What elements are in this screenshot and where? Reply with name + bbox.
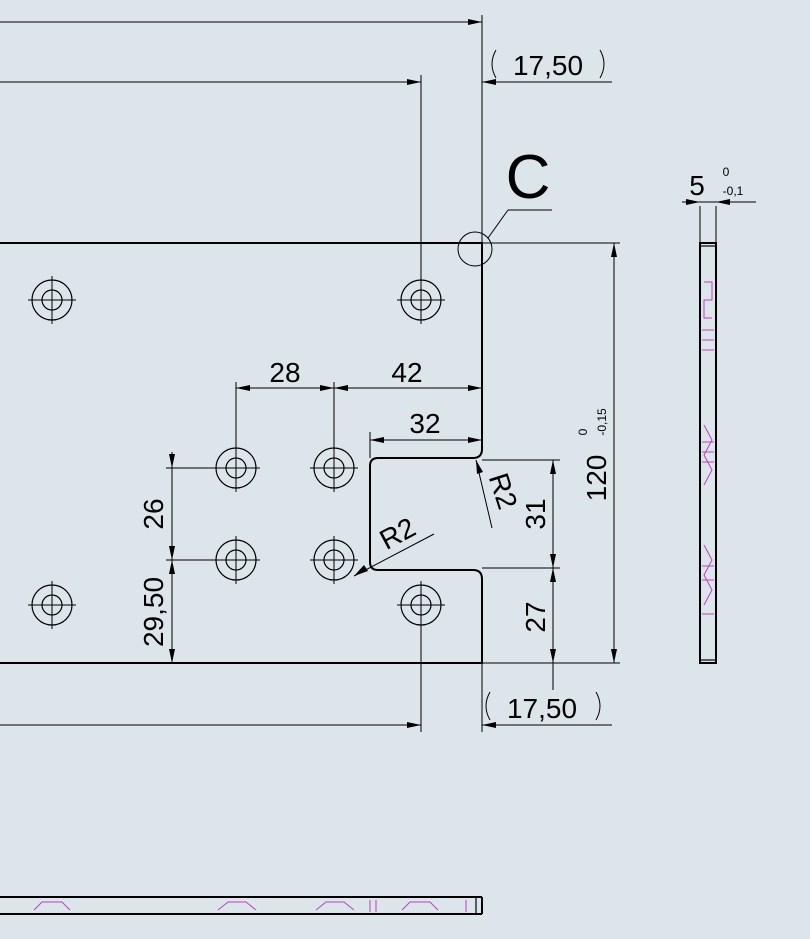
- vertical-dimensions-left: 26 29,50: [138, 452, 216, 663]
- bottom-view-hidden-lines: [33, 900, 467, 912]
- hole: [309, 535, 359, 585]
- hole: [396, 580, 446, 630]
- vertical-dimensions-right: 31 27: [482, 459, 560, 690]
- dim-thickness: 5: [689, 170, 705, 201]
- dim-top-right-offset: 17,50: [513, 50, 583, 81]
- dim-hole-to-edge-x: 42: [391, 357, 422, 388]
- hole: [211, 535, 261, 585]
- dim-thickness-tol-upper: 0: [723, 165, 730, 179]
- dim-overall-height: 120: [581, 455, 612, 502]
- horizontal-dimensions: 28 42 32: [235, 357, 482, 458]
- hole: [309, 443, 359, 493]
- hole: [27, 275, 77, 325]
- top-dimensions: 17,50: [0, 15, 612, 280]
- dim-overall-height-tol-upper: 0: [576, 428, 590, 435]
- side-view: 5 0 -0,1: [682, 165, 756, 664]
- detail-callout: C: [457, 143, 552, 267]
- bottom-dimensions: 17,50: [0, 625, 612, 732]
- dim-hole-spacing-y: 26: [138, 498, 169, 529]
- dim-bottom-right-offset: 17,50: [507, 693, 577, 724]
- dim-slot-to-bottom: 27: [520, 601, 551, 632]
- dim-hole-to-bottom-y: 29,50: [138, 577, 169, 647]
- holes: [27, 275, 446, 630]
- dim-fillet-inner: R2: [374, 512, 420, 556]
- hole: [396, 275, 446, 325]
- detail-label: C: [506, 143, 551, 212]
- plate-outline: [0, 242, 483, 664]
- overall-height-dimension: 120 0 -0,15: [482, 242, 620, 664]
- fillet-callouts: R2 R2: [353, 459, 524, 577]
- dim-fillet-outer: R2: [483, 469, 524, 513]
- bottom-view: [0, 896, 483, 915]
- dim-thickness-tol-lower: -0,1: [723, 184, 744, 198]
- dim-slot-height: 31: [520, 498, 551, 529]
- dim-hole-spacing-x: 28: [269, 357, 300, 388]
- hole: [211, 443, 261, 493]
- dim-slot-width: 32: [409, 408, 440, 439]
- side-view-hidden-lines: [702, 281, 714, 615]
- hole: [27, 580, 77, 630]
- dim-overall-height-tol-lower: -0,15: [595, 408, 609, 436]
